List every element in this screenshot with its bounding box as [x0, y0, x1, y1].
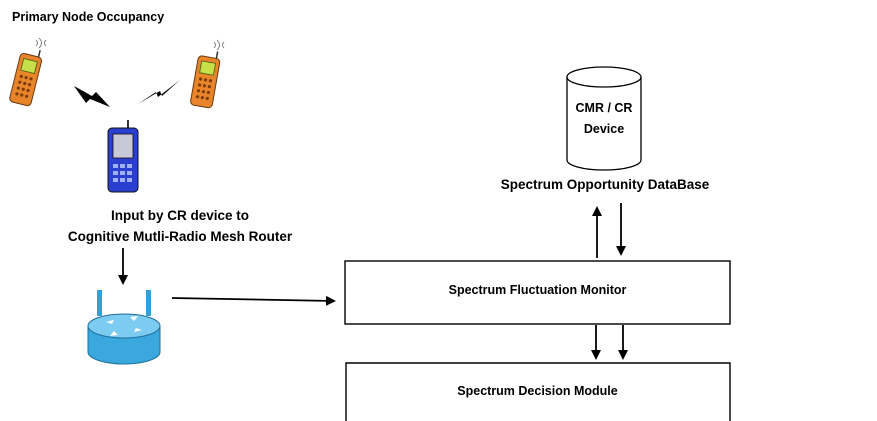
cr-input-line1: Input by CR device to	[110, 208, 249, 223]
router-icon	[87, 290, 161, 365]
signal-waves-icon	[213, 39, 225, 51]
database-device-line1: CMR / CR	[575, 101, 633, 115]
decision-module-label: Spectrum Decision Module	[457, 384, 618, 398]
mobile-phone-icon	[190, 51, 221, 109]
database-device-label: CMR / CR Device	[564, 98, 644, 140]
fluctuation-monitor-label: Spectrum Fluctuation Monitor	[448, 283, 627, 297]
fluctuation-monitor-box	[344, 260, 731, 325]
cr-input-label: Input by CR device to Cognitive Mutli-Ra…	[30, 205, 330, 247]
database-cylinder-icon	[566, 66, 642, 171]
mobile-phone-icon	[9, 50, 43, 107]
decision-module-box	[345, 362, 731, 421]
database-title: Spectrum Opportunity DataBase	[500, 177, 710, 192]
handset-icon	[107, 120, 139, 193]
database-device-line2: Device	[583, 122, 625, 136]
lightning-signal-icon	[74, 86, 110, 107]
cr-input-line2: Cognitive Mutli-Radio Mesh Router	[67, 229, 293, 244]
arrow-router-to-monitor	[171, 295, 336, 306]
diagram-title: Primary Node Occupancy	[12, 10, 165, 24]
lightning-signal-icon	[138, 80, 180, 104]
signal-waves-icon	[35, 37, 47, 49]
